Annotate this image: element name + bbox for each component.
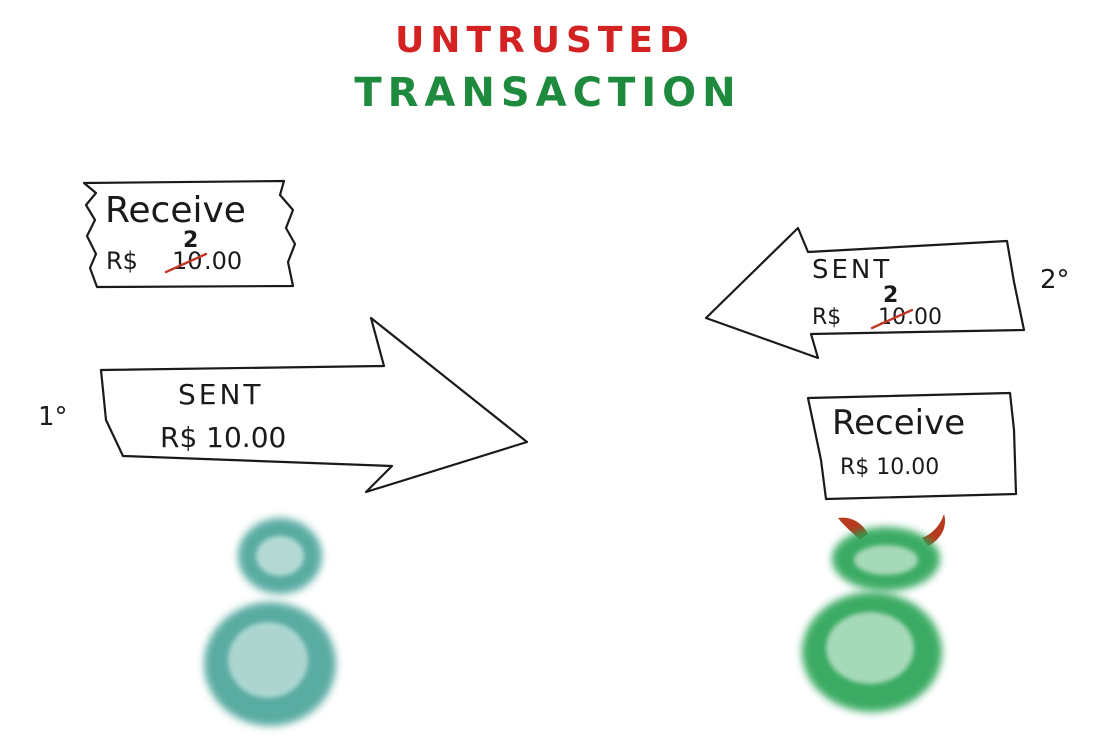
right-sent-heading: SENT xyxy=(812,255,892,285)
left-order-label: 1° xyxy=(38,402,68,432)
diagram-title: UNTRUSTED TRANSACTION xyxy=(354,20,741,116)
right-sent-currency: R$ xyxy=(812,305,841,330)
left-receive-note-border xyxy=(82,179,297,289)
left-receive-strike xyxy=(164,252,208,274)
left-sent-arrow: SENT R$ 10.00 xyxy=(99,316,529,494)
left-receive-currency: R$ xyxy=(106,247,138,275)
right-user-avatar xyxy=(802,514,946,712)
right-user-group: SENT R$ 10 2 .00 2° Receive R$ 10.00 xyxy=(704,226,1070,712)
left-user-head-highlight xyxy=(256,536,304,576)
right-receive-amount: R$ 10.00 xyxy=(840,455,939,480)
right-receive-note-border xyxy=(806,391,1018,501)
title-line-transaction: TRANSACTION xyxy=(354,70,741,116)
right-user-body-highlight xyxy=(826,612,914,684)
right-user-head-highlight xyxy=(854,545,918,575)
left-receive-note: Receive R$ 10 2 .00 xyxy=(82,179,297,289)
right-receive-heading: Receive xyxy=(832,403,965,443)
right-user-right-horn-icon xyxy=(922,514,946,546)
left-user-body-highlight xyxy=(228,622,308,698)
right-order-label: 2° xyxy=(1040,265,1070,295)
right-sent-replacement-digit: 2 xyxy=(883,283,898,308)
right-receive-note: Receive R$ 10.00 xyxy=(806,391,1018,501)
left-user-group: Receive R$ 10 2 .00 1° SENT R$ 10.00 xyxy=(38,179,529,726)
left-receive-decimals: .00 xyxy=(204,247,242,275)
right-sent-decimals: .00 xyxy=(907,305,942,330)
left-receive-heading: Receive xyxy=(105,190,246,231)
right-sent-arrow: SENT R$ 10 2 .00 xyxy=(704,226,1026,360)
left-receive-original-digits: 10 xyxy=(172,247,203,275)
left-sent-heading: SENT xyxy=(178,378,264,411)
left-sent-arrow-outline xyxy=(99,316,529,494)
left-sent-amount: R$ 10.00 xyxy=(160,421,286,454)
left-user-avatar xyxy=(204,518,336,726)
title-line-untrusted: UNTRUSTED xyxy=(395,20,695,61)
right-sent-arrow-outline xyxy=(704,226,1026,360)
left-receive-replacement-digit: 2 xyxy=(183,228,198,253)
right-sent-strike xyxy=(870,308,914,330)
right-sent-original-digits: 10 xyxy=(878,305,906,330)
